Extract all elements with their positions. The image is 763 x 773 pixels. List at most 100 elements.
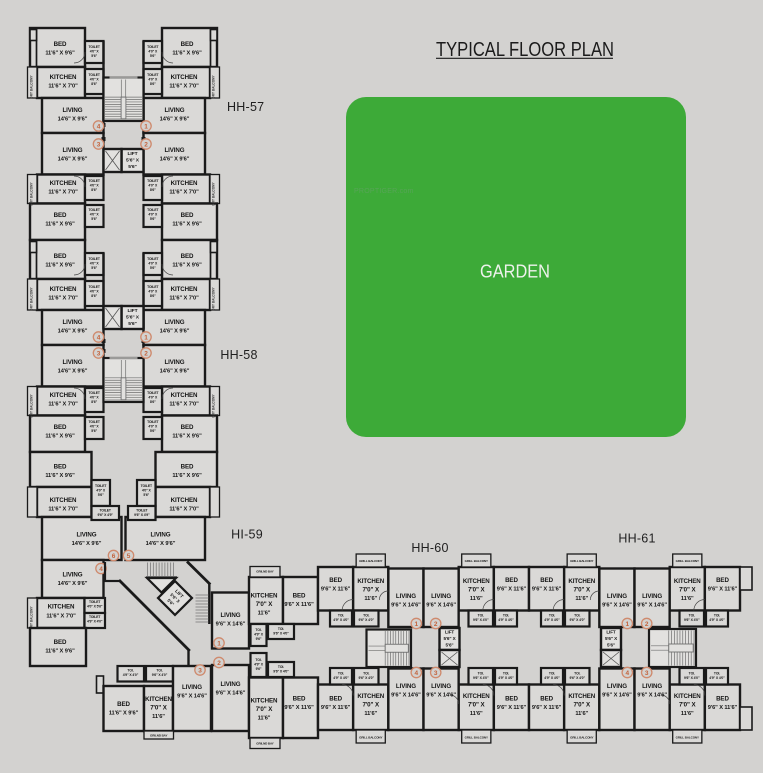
svg-text:5'6" X: 5'6" X	[443, 636, 456, 641]
svg-text:TOILET: TOILET	[147, 285, 159, 289]
svg-text:TOI.: TOI.	[574, 672, 580, 676]
svg-text:11'6" X 7'0": 11'6" X 7'0"	[48, 296, 78, 302]
svg-text:LIFT: LIFT	[174, 589, 185, 600]
svg-text:TOI.: TOI.	[363, 672, 369, 676]
svg-text:1: 1	[625, 621, 629, 628]
svg-text:BED: BED	[54, 424, 67, 431]
svg-text:BED: BED	[716, 696, 729, 703]
svg-text:TOI.: TOI.	[127, 669, 133, 673]
svg-text:14'6" X 9'6": 14'6" X 9'6"	[58, 581, 88, 587]
svg-text:LIVING: LIVING	[431, 593, 451, 600]
svg-text:BED: BED	[54, 41, 67, 48]
svg-text:9'6" X 4'9": 9'6" X 4'9"	[97, 513, 113, 517]
svg-text:9'6" X 11'6": 9'6" X 11'6"	[284, 705, 314, 711]
svg-text:BED: BED	[505, 696, 518, 703]
svg-text:LIVING: LIVING	[76, 532, 96, 539]
svg-text:TOILET: TOILET	[88, 73, 100, 77]
svg-text:TOILET: TOILET	[147, 391, 159, 395]
svg-text:TOILET: TOILET	[88, 391, 100, 395]
svg-text:4'0" X: 4'0" X	[148, 290, 158, 294]
svg-text:KITCHEN: KITCHEN	[171, 392, 198, 399]
svg-text:5'6" X: 5'6" X	[605, 636, 618, 641]
svg-text:4: 4	[625, 670, 629, 677]
svg-text:9'6" X 14'6": 9'6" X 14'6"	[216, 622, 246, 628]
svg-text:BED: BED	[181, 212, 194, 219]
svg-text:LIVING: LIVING	[164, 359, 184, 366]
svg-text:5'6": 5'6"	[128, 321, 137, 327]
svg-text:11'6": 11'6"	[470, 596, 483, 602]
svg-text:4: 4	[99, 566, 103, 573]
svg-text:9'6" X 4'0": 9'6" X 4'0"	[359, 676, 375, 680]
svg-text:3: 3	[434, 670, 438, 677]
svg-text:DRY BALCONY: DRY BALCONY	[29, 287, 33, 311]
svg-text:KITCHEN: KITCHEN	[171, 180, 198, 187]
svg-text:7'0" X: 7'0" X	[150, 705, 168, 712]
svg-text:TOILET: TOILET	[88, 257, 100, 261]
svg-text:TOI.: TOI.	[689, 614, 695, 618]
svg-text:11'6" X 7'0": 11'6" X 7'0"	[48, 402, 78, 408]
svg-text:TOI.: TOI.	[714, 672, 720, 676]
svg-text:5'6": 5'6"	[91, 429, 97, 433]
svg-text:7'0" X: 7'0" X	[362, 587, 380, 594]
svg-text:14'6" X 9'6": 14'6" X 9'6"	[58, 157, 88, 163]
svg-text:5'6": 5'6"	[98, 493, 104, 497]
svg-text:TOI.: TOI.	[503, 614, 509, 618]
svg-text:TOILET: TOILET	[89, 615, 101, 619]
svg-text:5'6": 5'6"	[150, 54, 156, 58]
svg-text:TOI.: TOI.	[278, 665, 284, 669]
svg-text:BED: BED	[293, 696, 306, 703]
svg-text:4'9" X 4'0": 4'9" X 4'0"	[498, 676, 514, 680]
svg-text:9'6" X 11'6": 9'6" X 11'6"	[321, 587, 351, 593]
svg-text:4: 4	[414, 670, 418, 677]
svg-text:9'6" X 14'6": 9'6" X 14'6"	[391, 603, 421, 609]
svg-text:5'6": 5'6"	[150, 217, 156, 221]
svg-text:KITCHEN: KITCHEN	[674, 578, 701, 585]
svg-text:11'6": 11'6"	[364, 711, 377, 717]
svg-text:BED: BED	[54, 253, 67, 260]
svg-text:LIVING: LIVING	[642, 593, 662, 600]
svg-text:4'0" X: 4'0" X	[142, 489, 152, 493]
svg-text:9'6" X 14'6": 9'6" X 14'6"	[391, 693, 421, 699]
svg-text:5'6": 5'6"	[128, 164, 137, 170]
svg-text:TOILET: TOILET	[147, 420, 159, 424]
svg-text:HI-59: HI-59	[231, 528, 263, 542]
svg-text:9'6" X 4'0": 9'6" X 4'0"	[359, 618, 375, 622]
svg-text:DRY BALCONY: DRY BALCONY	[212, 75, 216, 99]
svg-text:BED: BED	[181, 41, 194, 48]
svg-text:9'6": 9'6"	[256, 637, 262, 641]
svg-text:LIVING: LIVING	[642, 683, 662, 690]
svg-text:11'6" X 9'6": 11'6" X 9'6"	[45, 473, 75, 479]
svg-text:1: 1	[144, 123, 148, 130]
svg-text:9'6" X 4'0": 9'6" X 4'0"	[570, 676, 586, 680]
svg-text:GRILL BALCONY: GRILL BALCONY	[465, 559, 488, 563]
svg-text:HH-61: HH-61	[618, 532, 655, 546]
svg-text:9'6" X 4'0": 9'6" X 4'0"	[473, 676, 489, 680]
svg-text:9'6" X 14'6": 9'6" X 14'6"	[602, 603, 632, 609]
svg-text:HH-60: HH-60	[411, 541, 448, 555]
svg-text:LIVING: LIVING	[62, 147, 82, 154]
svg-text:11'6" X 7'0": 11'6" X 7'0"	[169, 507, 199, 513]
svg-text:4'0" X: 4'0" X	[90, 50, 100, 54]
svg-text:GRILND BAY: GRILND BAY	[150, 734, 167, 738]
svg-text:5'6": 5'6"	[91, 54, 97, 58]
svg-text:DRY BALCONY: DRY BALCONY	[29, 394, 33, 418]
svg-text:KITCHEN: KITCHEN	[171, 74, 198, 81]
svg-text:11'6" X 7'0": 11'6" X 7'0"	[169, 84, 199, 90]
svg-text:KITCHEN: KITCHEN	[50, 497, 77, 504]
svg-text:9'6" X 11'6": 9'6" X 11'6"	[321, 705, 351, 711]
svg-text:4'9" X 4'0": 4'9" X 4'0"	[498, 618, 514, 622]
svg-text:5: 5	[127, 553, 131, 560]
svg-text:7'0" X: 7'0" X	[256, 706, 274, 713]
svg-text:DRY BALCONY: DRY BALCONY	[212, 287, 216, 311]
svg-text:TOI.: TOI.	[255, 628, 261, 632]
svg-text:TOI.: TOI.	[714, 614, 720, 618]
svg-text:4'9" X 4'0": 4'9" X 4'0"	[544, 618, 560, 622]
svg-text:DRY BALCONY: DRY BALCONY	[29, 182, 33, 206]
svg-text:LIFT: LIFT	[128, 308, 138, 314]
svg-text:TOI.: TOI.	[503, 672, 509, 676]
svg-text:8'6": 8'6"	[150, 400, 156, 404]
svg-text:9'6" X 14'6": 9'6" X 14'6"	[602, 693, 632, 699]
svg-text:TOILET: TOILET	[147, 179, 159, 183]
svg-text:4: 4	[97, 334, 101, 341]
svg-text:11'6": 11'6"	[258, 716, 271, 722]
